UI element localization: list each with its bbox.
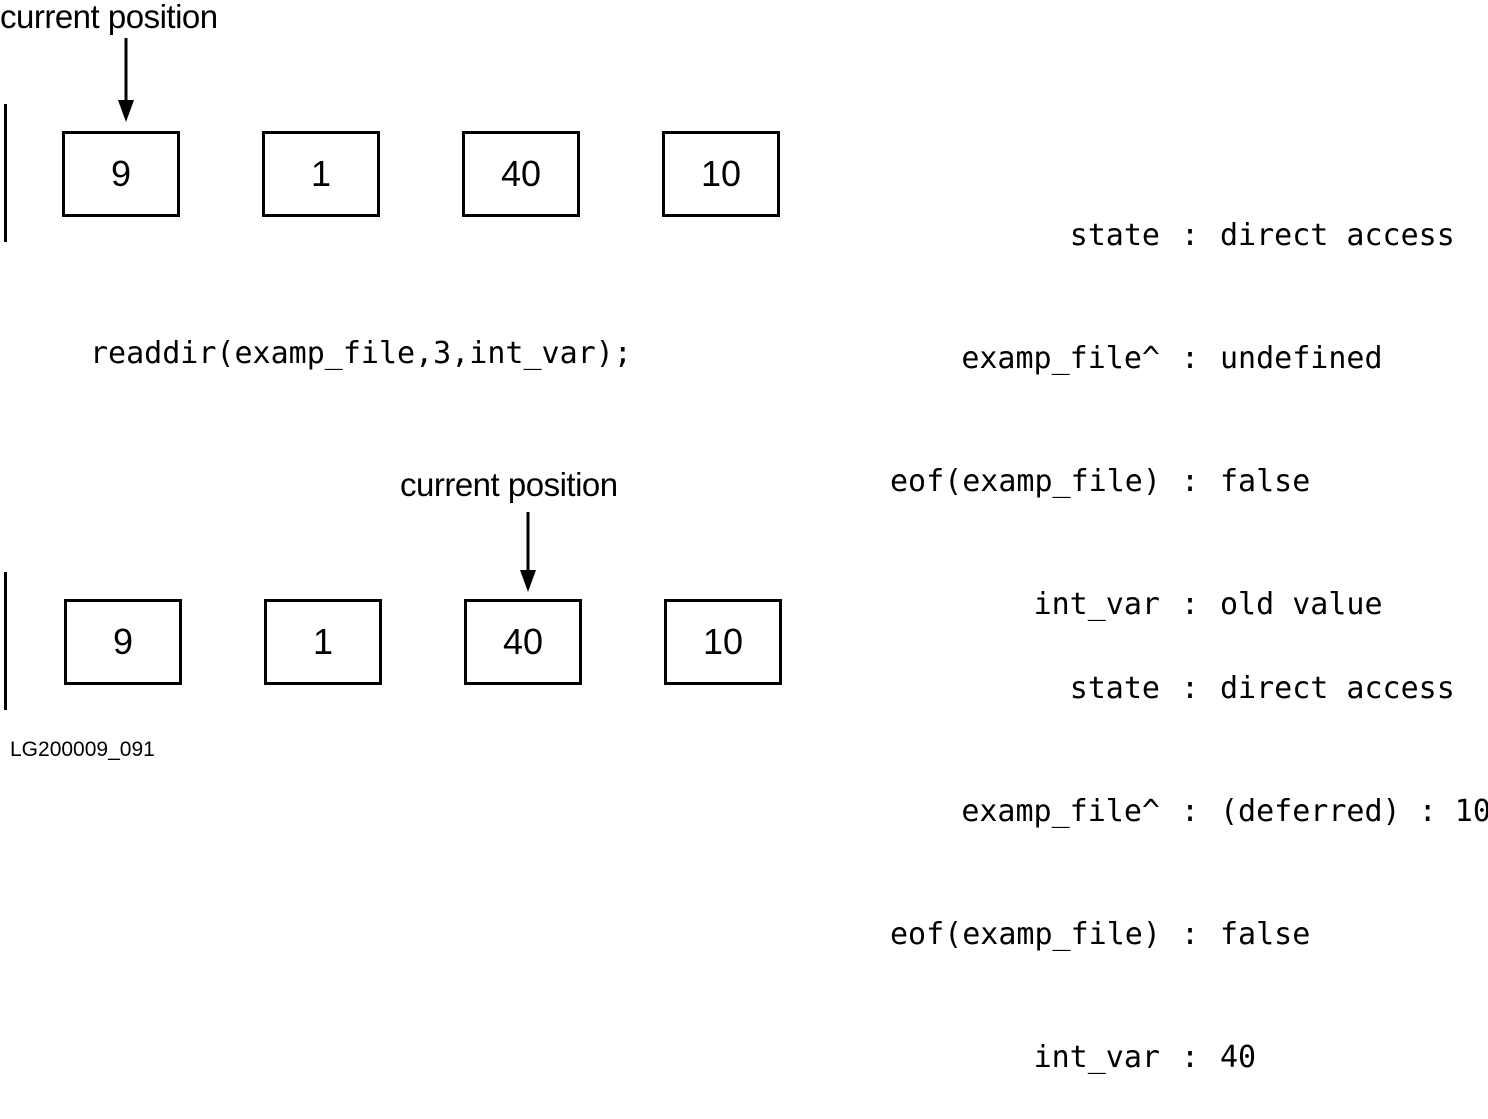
file-cell-4-after: 10 [664, 599, 782, 685]
current-position-arrow-after [520, 512, 536, 592]
state-key: int_var [1033, 587, 1160, 622]
state-row: state: direct access [890, 215, 1455, 256]
state-value: false [1220, 464, 1311, 499]
file-start-marker-before [4, 104, 7, 242]
state-row: examp_file^: undefined [890, 338, 1455, 379]
state-row: state: direct access [890, 668, 1488, 709]
figure-id: LG200009_091 [10, 738, 155, 761]
current-position-label-after: current position [400, 466, 618, 503]
state-row: eof(examp_file): false [890, 461, 1455, 502]
file-cell-1-before: 9 [62, 131, 180, 217]
state-value: undefined [1220, 341, 1383, 376]
state-key: int_var [1033, 1040, 1160, 1075]
state-value: direct access [1220, 218, 1455, 253]
state-key: examp_file^ [961, 794, 1160, 829]
file-cell-3-before: 40 [462, 131, 580, 217]
state-row: eof(examp_file): false [890, 914, 1488, 955]
colon-separator: : [1180, 464, 1200, 499]
state-key: state [1069, 218, 1160, 253]
state-table-before: state: direct access examp_file^: undefine… [890, 133, 1455, 666]
file-start-marker-after [4, 572, 7, 710]
state-row: int_var:40 [890, 1037, 1488, 1078]
colon-separator: : [1180, 218, 1200, 253]
colon-separator: : [1180, 917, 1200, 952]
state-key: eof(examp_file) [890, 464, 1161, 499]
state-row: int_var: old value [890, 584, 1455, 625]
current-position-label-before: current position [0, 0, 218, 35]
current-position-arrow-before [118, 38, 134, 122]
colon-separator: : [1180, 671, 1200, 706]
state-value: (deferred) : 10 [1220, 794, 1488, 829]
state-key: eof(examp_file) [890, 917, 1161, 952]
state-key: state [1069, 671, 1160, 706]
file-cell-2-before: 1 [262, 131, 380, 217]
colon-separator: : [1180, 1040, 1200, 1075]
readdir-statement: readdir(examp_file,3,int_var); [90, 336, 632, 371]
state-value: old value [1220, 587, 1383, 622]
colon-separator: : [1180, 794, 1200, 829]
state-value: direct access [1220, 671, 1455, 706]
state-row: examp_file^: (deferred) : 10 [890, 791, 1488, 832]
file-cell-4-before: 10 [662, 131, 780, 217]
state-value: 40 [1220, 1040, 1257, 1075]
state-value: false [1220, 917, 1311, 952]
file-cell-2-after: 1 [264, 599, 382, 685]
colon-separator: : [1180, 341, 1200, 376]
file-cell-1-after: 9 [64, 599, 182, 685]
file-cell-3-after: 40 [464, 599, 582, 685]
state-key: examp_file^ [961, 341, 1160, 376]
colon-separator: : [1180, 587, 1200, 622]
state-table-after: state: direct access examp_file^: (deferre… [890, 586, 1488, 1119]
